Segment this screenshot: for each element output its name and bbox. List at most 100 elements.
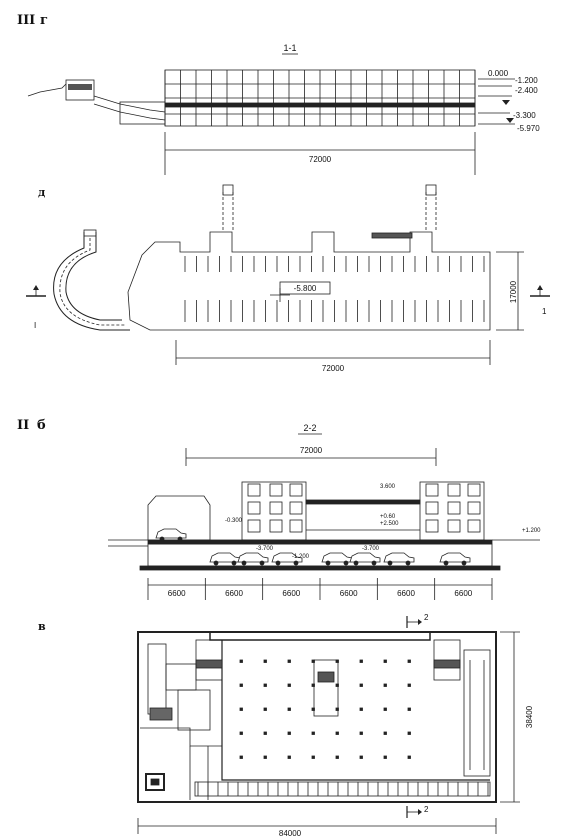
window: [269, 519, 283, 533]
section-2-2-top-dim: 72000: [300, 446, 323, 455]
car-silhouette: [237, 552, 269, 563]
wheel: [275, 560, 281, 566]
wheel: [353, 560, 359, 566]
column: [335, 755, 339, 759]
section-2-2-title: 2-2: [303, 423, 316, 433]
level-mark: -3.300: [513, 111, 536, 120]
column: [263, 731, 267, 735]
level-mark: 3.600: [380, 484, 396, 490]
column: [311, 659, 315, 663]
column: [263, 659, 267, 663]
column: [383, 659, 387, 663]
window: [425, 483, 439, 497]
level-mark: +2.500: [380, 521, 399, 527]
wheel: [325, 560, 331, 566]
bay-dim-label: 6600: [282, 589, 300, 598]
plan-v-cut-bottom: 2: [424, 805, 429, 814]
plan-d-width-dim: 72000: [322, 364, 345, 373]
wheel: [213, 560, 219, 566]
column: [263, 683, 267, 687]
column: [239, 707, 243, 711]
panel-label-ii: II: [17, 418, 30, 433]
column: [383, 755, 387, 759]
column: [287, 755, 291, 759]
column: [407, 755, 411, 759]
bay-dim-label: 6600: [397, 589, 415, 598]
car-silhouette: [155, 528, 187, 539]
wheel: [371, 560, 377, 566]
column: [335, 731, 339, 735]
column: [383, 731, 387, 735]
column: [407, 683, 411, 687]
panel-label-d: д: [38, 186, 46, 199]
column: [383, 707, 387, 711]
column: [239, 683, 243, 687]
panel-label-iii: III: [17, 13, 36, 28]
bay-dim-label: 6600: [454, 589, 472, 598]
window: [467, 483, 481, 497]
plan-v-width-dim: 84000: [279, 829, 302, 838]
column: [311, 731, 315, 735]
window: [447, 501, 461, 515]
plan-d-height-dim: 17000: [509, 280, 518, 303]
level-mark: 0.000: [488, 69, 509, 78]
column: [335, 683, 339, 687]
wheel: [343, 560, 349, 566]
section-1-1-title: 1-1: [283, 43, 296, 53]
panel-label-g: г: [40, 13, 48, 28]
column: [287, 683, 291, 687]
plan-d-cut-left: I: [34, 321, 36, 330]
car-silhouette: [271, 552, 303, 563]
bay-dim-label: 6600: [340, 589, 358, 598]
window: [467, 501, 481, 515]
level-mark: -5.970: [517, 124, 540, 133]
column: [359, 707, 363, 711]
bay-dim-label: 6600: [225, 589, 243, 598]
column: [239, 731, 243, 735]
plan-v-height-dim: 38400: [525, 705, 534, 728]
window: [425, 501, 439, 515]
window: [447, 483, 461, 497]
wheel: [231, 560, 237, 566]
column: [311, 683, 315, 687]
car-silhouette: [349, 552, 381, 563]
window: [289, 519, 303, 533]
window: [247, 501, 261, 515]
column: [311, 755, 315, 759]
section-1-1: 1-1 72000 0.000 -1.200 -2.400 -3.3: [27, 43, 540, 175]
plan-d-cut-right: 1: [542, 307, 547, 316]
plan-v-cut-top: 2: [424, 613, 429, 622]
level-mark: -2.400: [515, 86, 538, 95]
wheel: [443, 560, 449, 566]
panel-label-b: б: [37, 418, 46, 433]
level-mark: -3.700: [362, 546, 380, 552]
window: [247, 519, 261, 533]
column: [263, 755, 267, 759]
level-mark: -3.700: [256, 546, 274, 552]
car-silhouette: [209, 552, 241, 563]
wheel: [159, 536, 165, 542]
wheel: [387, 560, 393, 566]
wheel: [293, 560, 299, 566]
car-silhouette: [383, 552, 415, 563]
window: [269, 483, 283, 497]
wheel: [259, 560, 265, 566]
column: [311, 707, 315, 711]
column: [287, 731, 291, 735]
level-mark: -1.200: [515, 76, 538, 85]
level-mark: -1.200: [292, 554, 310, 560]
window: [447, 519, 461, 533]
car-silhouette: [439, 552, 471, 563]
wheel: [461, 560, 467, 566]
window: [289, 501, 303, 515]
section-2-2: 2-2 72000 3.600 -0.300 +0.60 +2.500 -3.7…: [108, 423, 541, 600]
column: [287, 707, 291, 711]
level-mark: -0.300: [225, 518, 243, 524]
column: [383, 683, 387, 687]
section-1-1-dim: 72000: [309, 155, 332, 164]
wheel: [241, 560, 247, 566]
column: [239, 755, 243, 759]
column: [239, 659, 243, 663]
column: [407, 659, 411, 663]
